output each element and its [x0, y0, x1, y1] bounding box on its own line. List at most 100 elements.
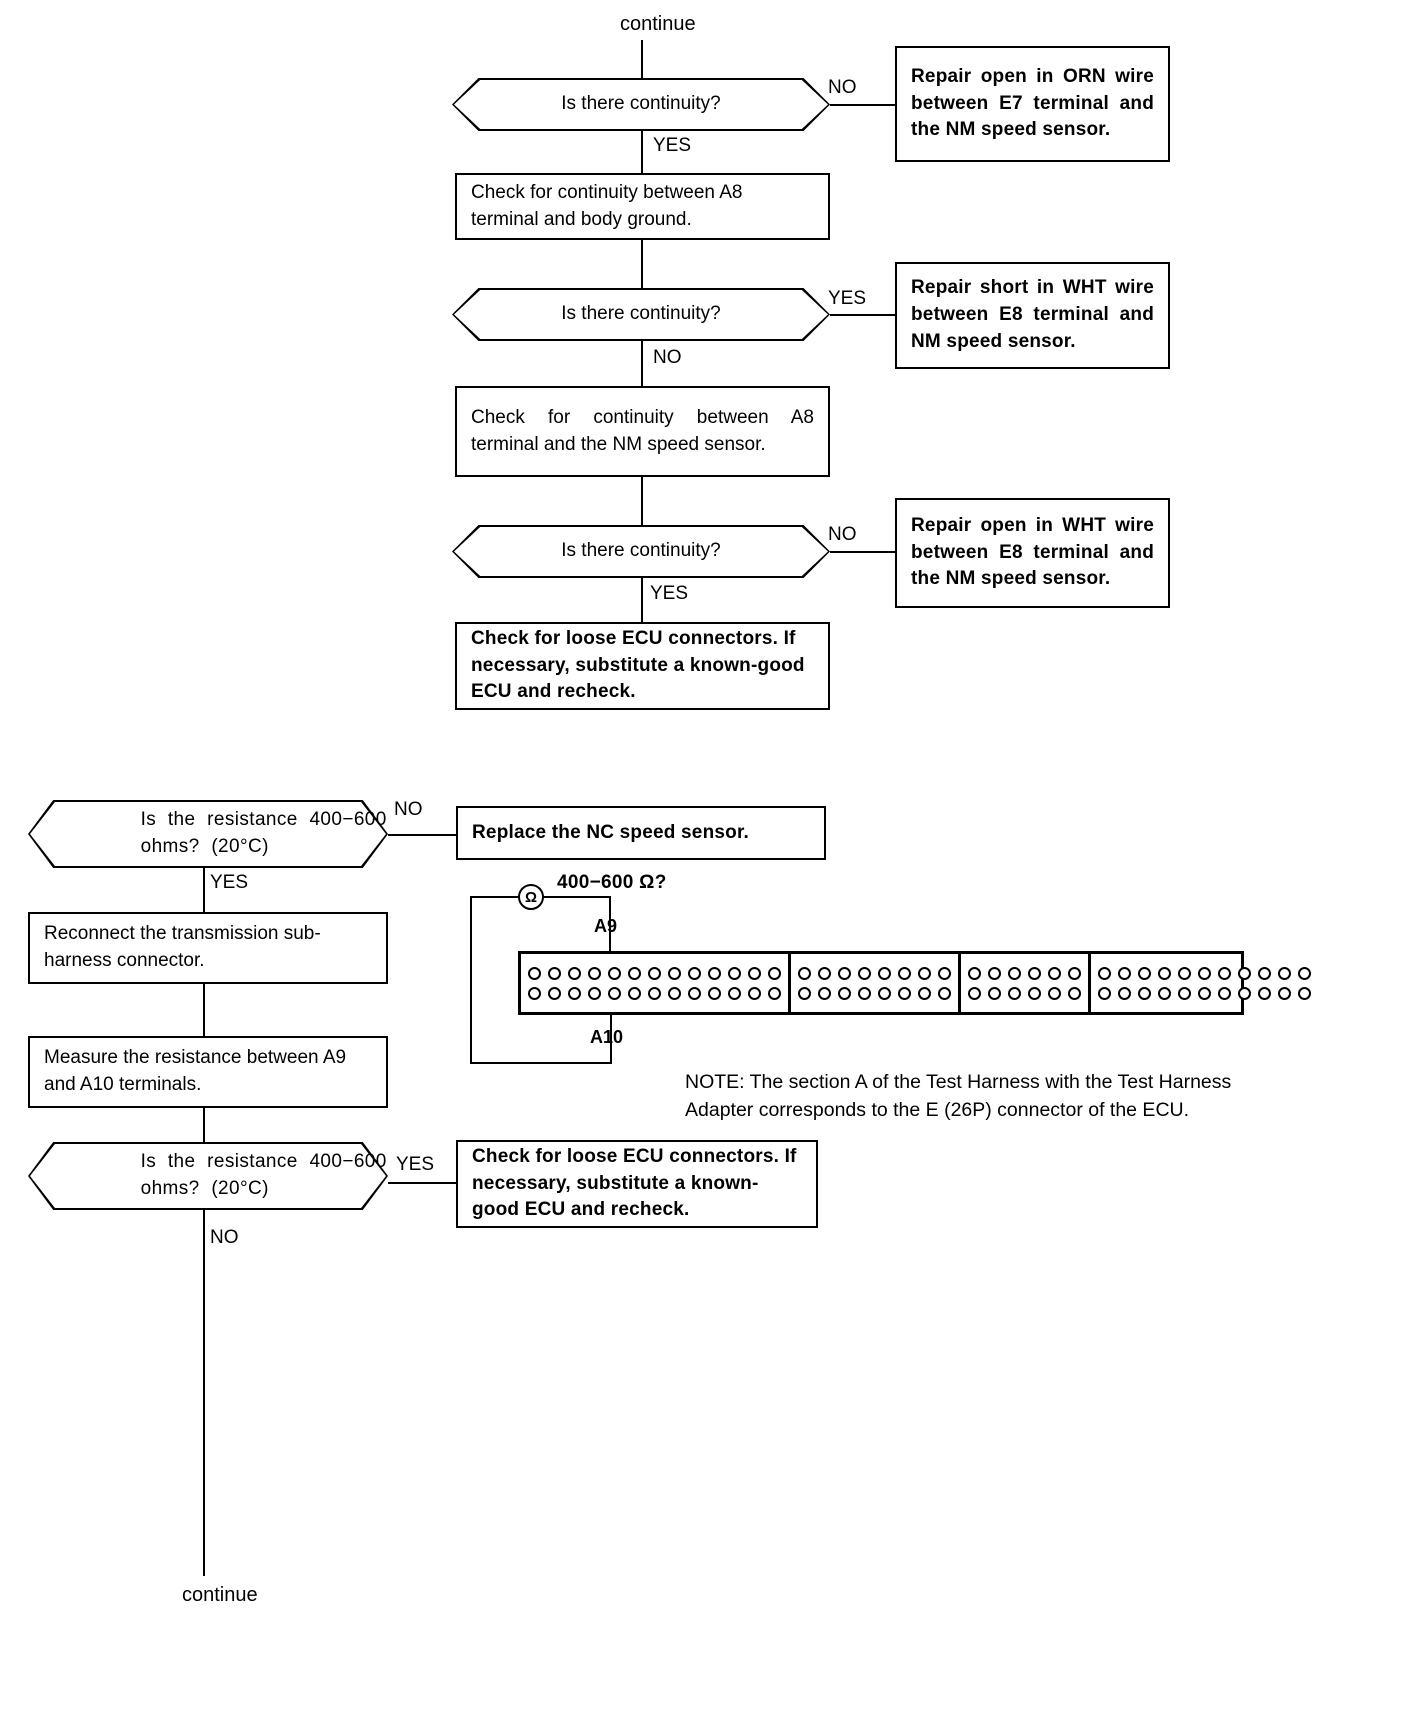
connector-pin [1238, 966, 1251, 980]
connector-pin [1028, 986, 1041, 1000]
connector-pin [748, 986, 761, 1000]
connector-pin [1158, 966, 1171, 980]
hexagon-fill [30, 1144, 386, 1208]
decision-is-there-continuity-3[interactable]: Is there continuity? [452, 525, 830, 578]
connector-process5-to-decision5 [203, 1108, 205, 1142]
flow-entry-label: continue [620, 13, 696, 35]
action-replace-nc-speed-sensor[interactable]: Replace the NC speed sensor. [456, 806, 826, 860]
schematic-wire-a9-vertical [609, 896, 611, 972]
connector-pin [1218, 966, 1231, 980]
connector-section-c [961, 954, 1091, 1012]
note-test-harness-section-a: NOTE: The section A of the Test Harness … [685, 1071, 1232, 1122]
decision-is-there-continuity-2[interactable]: Is there continuity? [452, 288, 830, 341]
branch-label-no-1: NO [828, 77, 857, 98]
branch-label-no-3: NO [828, 524, 857, 545]
connector-pin [1218, 986, 1231, 1000]
connector-pin [1068, 966, 1081, 980]
process-check-continuity-a8-nm-sensor[interactable]: Check for continuity between A8 terminal… [455, 386, 830, 477]
connector-pin [918, 986, 931, 1000]
connector-pin [1278, 986, 1291, 1000]
connector-pin [1238, 986, 1251, 1000]
pin-row-top [1098, 966, 1311, 980]
connector-pin [1198, 986, 1211, 1000]
decision-resistance-400-600-1[interactable]: Is the resistance 400−600 ohms? (20°C) [28, 800, 388, 868]
branch-label-yes-5: YES [396, 1154, 435, 1175]
connector-pin [838, 966, 851, 980]
pin-row-top [798, 966, 951, 980]
connector-pin [858, 966, 871, 980]
connector-pin [548, 966, 561, 980]
connector-pin [648, 966, 661, 980]
connector-pin [1098, 986, 1111, 1000]
connector-pin [1278, 966, 1291, 980]
decision-is-there-continuity-1[interactable]: Is there continuity? [452, 78, 830, 131]
process-reconnect-transmission-subharness[interactable]: Reconnect the transmission sub-harness c… [28, 912, 388, 984]
connector-pin [988, 986, 1001, 1000]
connector-section-b [791, 954, 961, 1012]
connector-pin [898, 986, 911, 1000]
schematic-wire-a10-horizontal [470, 1062, 612, 1064]
connector-pin [588, 966, 601, 980]
test-harness-connector-block[interactable] [518, 951, 1311, 1015]
connector-pin [568, 966, 581, 980]
hexagon-fill [30, 802, 386, 866]
process-measure-resistance-a9-a10[interactable]: Measure the resistance between A9 and A1… [28, 1036, 388, 1108]
schematic-wire-meter-left [470, 896, 520, 898]
connector-decision5-to-exit [203, 1210, 205, 1576]
connector-pin [1138, 986, 1151, 1000]
connector-pin [1258, 986, 1271, 1000]
hexagon-fill [454, 290, 828, 339]
action-repair-short-wht-wire[interactable]: Repair short in WHT wire between E8 term… [895, 262, 1170, 369]
connector-pin [878, 966, 891, 980]
branch-label-no-5: NO [210, 1227, 239, 1248]
connector-pin [1008, 966, 1021, 980]
connector-pin [1298, 986, 1311, 1000]
connector-process2-to-decision3 [641, 477, 643, 525]
pin-row-bottom [528, 986, 781, 1000]
connector-pin [528, 986, 541, 1000]
connector-pin [608, 966, 621, 980]
connector-entry-to-decision1 [641, 40, 643, 82]
connector-pin [528, 966, 541, 980]
connector-pin [728, 986, 741, 1000]
action-repair-open-orn-wire[interactable]: Repair open in ORN wire between E7 termi… [895, 46, 1170, 162]
connector-pin [1118, 966, 1131, 980]
connector-pin [668, 966, 681, 980]
connector-decision2-to-action2 [830, 314, 897, 316]
pin-row-top [968, 966, 1081, 980]
connector-pin [1028, 966, 1041, 980]
flow-exit-label: continue [182, 1584, 258, 1606]
connector-pin [938, 966, 951, 980]
connector-pin [798, 966, 811, 980]
connector-section-d [1091, 954, 1318, 1012]
connector-pin [688, 986, 701, 1000]
schematic-wire-left-vertical [470, 896, 472, 1064]
connector-pin [588, 986, 601, 1000]
connector-pin [548, 986, 561, 1000]
connector-decision2-to-process2 [641, 341, 643, 386]
connector-decision4-to-action4 [388, 834, 456, 836]
process-check-loose-ecu-connectors-1[interactable]: Check for loose ECU connectors. If neces… [455, 622, 830, 710]
connector-pin [768, 986, 781, 1000]
pin-row-bottom [798, 986, 951, 1000]
connector-pin [938, 986, 951, 1000]
connector-pin [1048, 966, 1061, 980]
branch-label-yes-2: YES [828, 288, 867, 309]
process-check-loose-ecu-connectors-2[interactable]: Check for loose ECU connectors. If neces… [456, 1140, 818, 1228]
ohmmeter-icon: Ω [518, 884, 544, 910]
connector-pin [1298, 966, 1311, 980]
process-check-continuity-a8-body-ground[interactable]: Check for continuity between A8 terminal… [455, 173, 830, 240]
action-repair-open-wht-wire[interactable]: Repair open in WHT wire between E8 termi… [895, 498, 1170, 608]
connector-decision1-to-action1 [830, 104, 897, 106]
connector-pin [768, 966, 781, 980]
schematic-wire-meter-right [543, 896, 611, 898]
hexagon-fill [454, 80, 828, 129]
decision-resistance-400-600-2[interactable]: Is the resistance 400−600 ohms? (20°C) [28, 1142, 388, 1210]
connector-pin [858, 986, 871, 1000]
connector-process4-to-process5 [203, 984, 205, 1036]
connector-pin [898, 966, 911, 980]
connector-pin [878, 986, 891, 1000]
branch-label-no-4: NO [394, 799, 423, 820]
connector-decision3-to-process3 [641, 578, 643, 622]
connector-pin [798, 986, 811, 1000]
